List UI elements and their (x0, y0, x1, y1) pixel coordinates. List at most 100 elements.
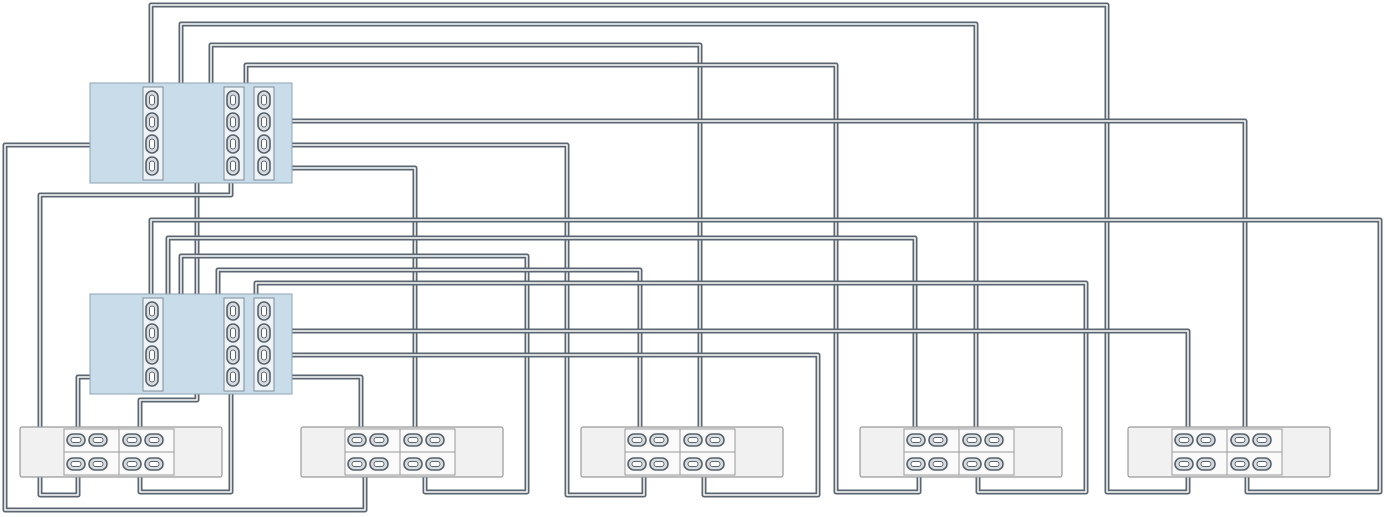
cable-18-core (266, 330, 1189, 441)
disk-shelf-4-top-port-1-socket (910, 437, 922, 443)
cable-3-core (4, 144, 366, 511)
controller-2-hba-card-2 (223, 297, 245, 392)
cable-1-sheath (148, 2, 1191, 495)
disk-shelf-3-bottom-port-1-socket (631, 461, 643, 467)
disk-shelf-1-bottom-port-4-socket (148, 461, 160, 467)
controller-1-card2-port-1-socket (230, 94, 236, 106)
disk-shelf-2-bottom-port-2-socket (373, 461, 385, 467)
controller-1-hba-card-2 (223, 86, 245, 181)
controller-1-card3-port-1-socket (261, 94, 267, 106)
controller-2-card2-port-1-socket (230, 305, 236, 317)
cable-11 (148, 217, 1383, 495)
controller-2-card1-port-4-socket (149, 371, 155, 383)
controller-1-card3-port-4-socket (261, 160, 267, 172)
disk-shelf-2-top-port-3-socket (407, 437, 419, 443)
disk-shelf-5-bottom-port-4-socket (1256, 461, 1268, 467)
controller-1-card2-port-2-socket (230, 116, 236, 128)
disk-shelf-4-bottom-port-2-socket (932, 461, 944, 467)
disk-shelf-5-top-port-3-socket (1234, 437, 1246, 443)
cable-17 (137, 374, 234, 495)
disk-shelf-4-bottom-port-3-socket (966, 461, 978, 467)
disk-shelf-4-top-port-2-socket (932, 437, 944, 443)
controller-1-card2-port-4-socket (230, 160, 236, 172)
controller-1 (89, 82, 293, 184)
disk-shelf-5-top-port-1-socket (1178, 437, 1190, 443)
controller-2-card2-port-4-socket (230, 371, 236, 383)
disk-shelf-1-bottom-port-1-socket (70, 461, 82, 467)
cable-10 (264, 165, 418, 443)
controller-2-card3-port-3-socket (261, 349, 267, 361)
disk-shelf-5-bottom-port-1-socket (1178, 461, 1190, 467)
disk-shelf-3-bottom-port-3-socket (687, 461, 699, 467)
controller-1-card2-port-3-socket (230, 138, 236, 150)
controller-1-card3-port-3-socket (261, 138, 267, 150)
cable-3 (2, 142, 368, 513)
controller-2-card3-port-1-socket (261, 305, 267, 317)
disk-shelf-3-top-port-3-socket (687, 437, 699, 443)
controller-2 (89, 293, 293, 395)
disk-shelf-1 (19, 426, 223, 478)
disk-shelf-3-bottom-port-4-socket (709, 461, 721, 467)
cable-17-core (139, 376, 232, 493)
disk-shelf-3-top-port-4-socket (709, 437, 721, 443)
controller-2-card1-port-1-socket (149, 305, 155, 317)
disk-shelf-1-bottom-port-2-socket (92, 461, 104, 467)
devices (19, 82, 1331, 478)
controller-1-card1-port-1-socket (149, 94, 155, 106)
disk-shelf-2-bottom-port-3-socket (407, 461, 419, 467)
disk-shelf-5-bottom-port-3-socket (1234, 461, 1246, 467)
disk-shelf-5-top-port-2-socket (1200, 437, 1212, 443)
cable-18-sheath (264, 328, 1191, 443)
cable-7 (37, 163, 234, 498)
controller-1-card1-port-4-socket (149, 160, 155, 172)
cable-1-core (150, 4, 1189, 493)
controller-1-card1-port-3-socket (149, 138, 155, 150)
disk-shelf-1-top-port-4-socket (148, 437, 160, 443)
disk-shelf-1-top-port-2-socket (92, 437, 104, 443)
cable-19-core (266, 354, 819, 496)
controller-2-card1-port-3-socket (149, 349, 155, 361)
controller-1-card1-port-2-socket (149, 116, 155, 128)
disk-shelf-3 (580, 426, 784, 478)
controller-2-hba-card-1 (142, 297, 164, 392)
disk-shelf-2-bottom-port-1-socket (351, 461, 363, 467)
disk-shelf-5 (1127, 426, 1331, 478)
disk-shelf-3-top-port-1-socket (631, 437, 643, 443)
disk-shelf-1-top-port-1-socket (70, 437, 82, 443)
cable-9-core (266, 144, 645, 496)
disk-shelf-2-top-port-4-socket (429, 437, 441, 443)
disk-shelf-2-top-port-1-socket (351, 437, 363, 443)
controller-2-card3-port-4-socket (261, 371, 267, 383)
cable-19 (264, 352, 821, 498)
cable-20-core (266, 376, 362, 441)
disk-shelf-4-top-port-4-socket (988, 437, 1000, 443)
cable-8-core (266, 120, 1246, 441)
disk-shelf-1-bottom-port-3-socket (126, 461, 138, 467)
controller-1-hba-card-3 (253, 86, 275, 181)
disk-shelf-1-top-port-3-socket (126, 437, 138, 443)
cable-20 (264, 374, 364, 443)
controller-2-card1-port-2-socket (149, 327, 155, 339)
disk-shelf-4-bottom-port-4-socket (988, 461, 1000, 467)
cable-9 (264, 142, 647, 498)
disk-shelf-2-bottom-port-4-socket (429, 461, 441, 467)
cable-1 (148, 2, 1191, 495)
controller-2-card3-port-2-socket (261, 327, 267, 339)
controller-1-card3-port-2-socket (261, 116, 267, 128)
cable-18 (264, 328, 1191, 443)
disk-shelf-2 (300, 426, 504, 478)
controller-1-hba-card-1 (142, 86, 164, 181)
disk-shelf-3-bottom-port-2-socket (653, 461, 665, 467)
disk-shelf-5-bottom-port-2-socket (1200, 461, 1212, 467)
controller-2-hba-card-3 (253, 297, 275, 392)
disk-shelf-5-top-port-4-socket (1256, 437, 1268, 443)
disk-shelf-4-top-port-3-socket (966, 437, 978, 443)
cable-7-core (39, 165, 232, 496)
controller-2-card2-port-2-socket (230, 327, 236, 339)
cable-10-core (266, 167, 416, 441)
cable-8 (264, 118, 1248, 443)
disk-shelf-4-bottom-port-1-socket (910, 461, 922, 467)
controller-2-card2-port-3-socket (230, 349, 236, 361)
cable-11-core (150, 219, 1381, 493)
